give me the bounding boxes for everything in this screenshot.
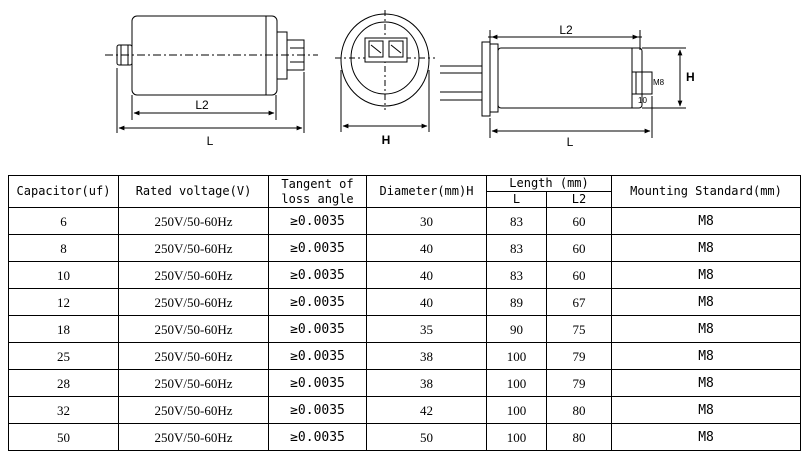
cell-length-l2: 60 xyxy=(545,234,613,262)
mount-view-l-label: L xyxy=(567,135,574,149)
side-view-l-label: L xyxy=(207,134,214,148)
cell-length-l2: 79 xyxy=(545,369,613,397)
cell-rated-voltage: 250V/50-60Hz xyxy=(118,342,269,370)
cell-tangent-loss: ≥0.0035 xyxy=(268,315,367,343)
cell-capacitance: 32 xyxy=(8,396,119,424)
cell-capacitance: 28 xyxy=(8,369,119,397)
header-rated-voltage: Rated voltage(V) xyxy=(118,175,269,208)
header-mounting: Mounting Standard(mm) xyxy=(611,175,802,208)
cell-length-l2: 75 xyxy=(545,315,613,343)
cell-rated-voltage: 250V/50-60Hz xyxy=(118,315,269,343)
cell-capacitance: 50 xyxy=(8,423,119,451)
side-view-l2-label: L2 xyxy=(195,98,209,112)
cell-rated-voltage: 250V/50-60Hz xyxy=(118,423,269,451)
side-view-drawing xyxy=(105,15,318,133)
cell-length-l2: 67 xyxy=(545,288,613,316)
cell-capacitance: 6 xyxy=(8,207,119,235)
cell-capacitance: 25 xyxy=(8,342,119,370)
capacitor-spec-table: Capacitor(uf) Rated voltage(V) Tangent o… xyxy=(8,175,802,451)
cell-length-l2: 80 xyxy=(545,396,613,424)
cell-rated-voltage: 250V/50-60Hz xyxy=(118,369,269,397)
cell-tangent-loss: ≥0.0035 xyxy=(268,396,367,424)
cell-mounting: M8 xyxy=(611,369,802,397)
header-capacitor: Capacitor(uf) xyxy=(8,175,119,208)
cell-tangent-loss: ≥0.0035 xyxy=(268,342,367,370)
cell-mounting: M8 xyxy=(611,315,802,343)
cell-length-l: 83 xyxy=(486,234,547,262)
cell-length-l: 83 xyxy=(486,207,547,235)
header-diameter: Diameter(mm)H xyxy=(366,175,487,208)
header-length-l: L xyxy=(486,191,547,208)
header-length-l2: L2 xyxy=(545,191,613,208)
cell-diameter: 38 xyxy=(366,369,487,397)
mount-view-l2-label: L2 xyxy=(559,23,573,37)
cell-length-l: 100 xyxy=(486,342,547,370)
cell-capacitance: 8 xyxy=(8,234,119,262)
cell-tangent-loss: ≥0.0035 xyxy=(268,234,367,262)
cell-length-l: 100 xyxy=(486,369,547,397)
end-view-h-label: H xyxy=(382,133,391,147)
cell-length-l: 100 xyxy=(486,423,547,451)
cell-tangent-loss: ≥0.0035 xyxy=(268,288,367,316)
cell-tangent-loss: ≥0.0035 xyxy=(268,369,367,397)
cell-diameter: 40 xyxy=(366,261,487,289)
cell-tangent-loss: ≥0.0035 xyxy=(268,207,367,235)
mount-view-stud-label: 10 xyxy=(638,96,647,105)
cell-mounting: M8 xyxy=(611,261,802,289)
header-tangent-line1: Tangent of xyxy=(281,176,354,191)
cell-mounting: M8 xyxy=(611,234,802,262)
header-tangent-loss-angle: Tangent of loss angle xyxy=(268,175,367,208)
cell-diameter: 40 xyxy=(366,288,487,316)
dimension-drawings: L2 L H L2 L xyxy=(105,10,695,149)
cell-tangent-loss: ≥0.0035 xyxy=(268,423,367,451)
cell-length-l: 100 xyxy=(486,396,547,424)
header-tangent-line2: loss angle xyxy=(281,191,354,206)
cell-rated-voltage: 250V/50-60Hz xyxy=(118,396,269,424)
cell-length-l: 90 xyxy=(486,315,547,343)
cell-diameter: 42 xyxy=(366,396,487,424)
cell-capacitance: 10 xyxy=(8,261,119,289)
cell-mounting: M8 xyxy=(611,396,802,424)
cell-capacitance: 18 xyxy=(8,315,119,343)
cell-rated-voltage: 250V/50-60Hz xyxy=(118,207,269,235)
cell-mounting: M8 xyxy=(611,207,802,235)
mount-view-h-label: H xyxy=(686,70,695,84)
end-view-drawing xyxy=(335,10,435,132)
cell-length-l2: 60 xyxy=(545,207,613,235)
cell-mounting: M8 xyxy=(611,423,802,451)
cell-diameter: 40 xyxy=(366,234,487,262)
cell-diameter: 38 xyxy=(366,342,487,370)
cell-rated-voltage: 250V/50-60Hz xyxy=(118,261,269,289)
mount-view-thread-label: M8 xyxy=(653,78,665,87)
cell-length-l2: 60 xyxy=(545,261,613,289)
cell-mounting: M8 xyxy=(611,288,802,316)
cell-capacitance: 12 xyxy=(8,288,119,316)
cell-length-l2: 80 xyxy=(545,423,613,451)
cell-length-l2: 79 xyxy=(545,342,613,370)
mount-view-drawing xyxy=(440,30,686,138)
cell-rated-voltage: 250V/50-60Hz xyxy=(118,288,269,316)
cell-diameter: 30 xyxy=(366,207,487,235)
cell-tangent-loss: ≥0.0035 xyxy=(268,261,367,289)
cell-rated-voltage: 250V/50-60Hz xyxy=(118,234,269,262)
header-length: Length (mm) xyxy=(485,175,613,192)
cell-length-l: 83 xyxy=(486,261,547,289)
cell-length-l: 89 xyxy=(486,288,547,316)
cell-diameter: 50 xyxy=(366,423,487,451)
cell-mounting: M8 xyxy=(611,342,802,370)
cell-diameter: 35 xyxy=(366,315,487,343)
